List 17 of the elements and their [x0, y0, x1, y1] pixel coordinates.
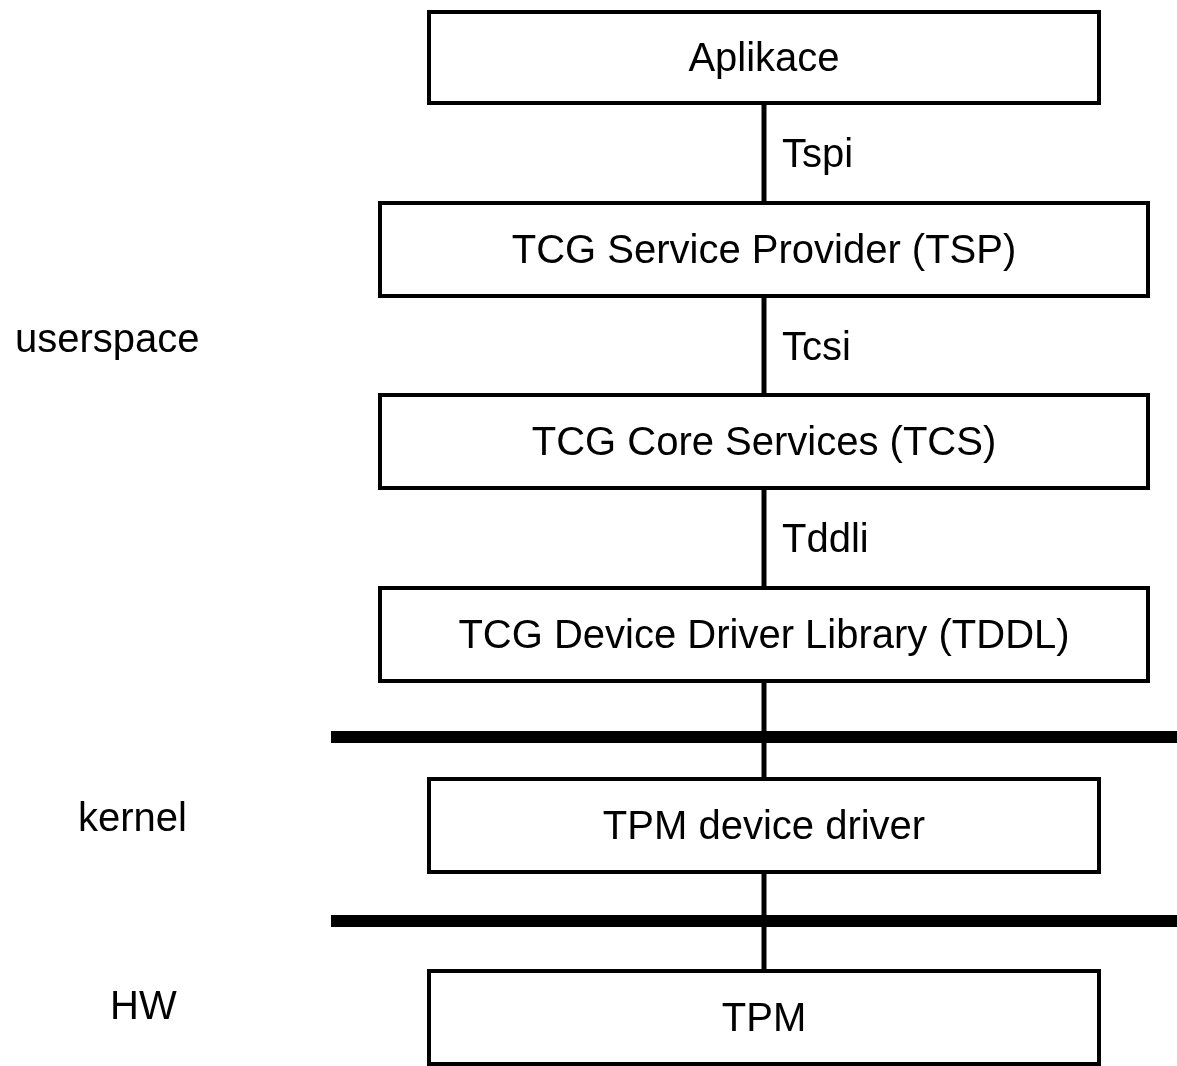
- layer-box: TCG Device Driver Library (TDDL): [378, 586, 1150, 683]
- layer-box: TPM device driver: [427, 777, 1101, 874]
- layer-label: kernel: [78, 797, 187, 837]
- layer-box: TPM: [427, 969, 1101, 1066]
- connector-line: [761, 874, 767, 969]
- layer-label: HW: [110, 985, 177, 1025]
- edge-label: Tcsi: [782, 325, 851, 366]
- connector-line: [761, 683, 767, 777]
- connector-line: [761, 105, 767, 201]
- layer-box: TCG Service Provider (TSP): [378, 201, 1150, 298]
- connector-line: [761, 490, 767, 586]
- layer-box: TCG Core Services (TCS): [378, 393, 1150, 490]
- connector-line: [761, 298, 767, 393]
- layer-box: Aplikace: [427, 10, 1101, 105]
- edge-label: Tspi: [782, 133, 854, 173]
- edge-label: Tddli: [782, 518, 869, 558]
- layer-label: userspace: [15, 318, 200, 358]
